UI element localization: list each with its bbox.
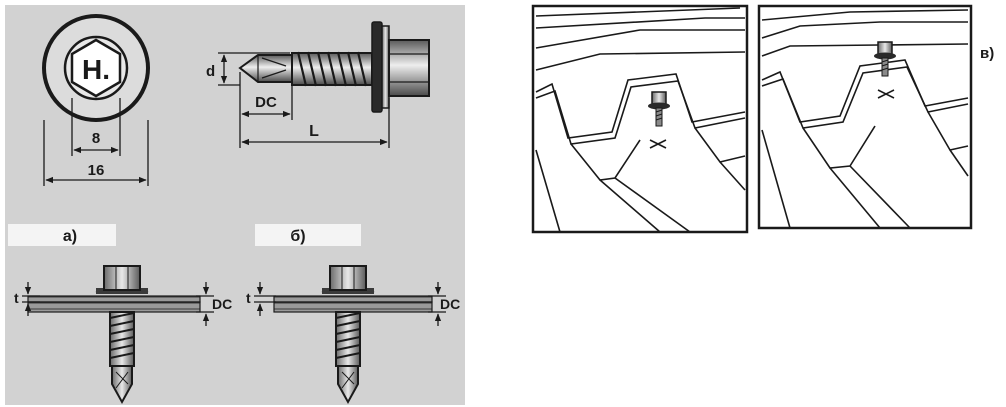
- head-top-view: H. 8 16: [42, 14, 150, 186]
- roof-panel-1: [531, 4, 749, 234]
- dc-label-a: DC: [212, 296, 232, 312]
- inner-dim-label: 8: [92, 130, 100, 147]
- length-label: L: [309, 123, 319, 140]
- dc-label-b: DC: [440, 296, 460, 312]
- outer-dim-label: 16: [88, 162, 105, 179]
- caption-b: б): [290, 228, 305, 245]
- caption-a: а): [63, 228, 77, 245]
- thickness-label-a: t: [14, 290, 19, 306]
- caption-bar-b: [255, 224, 361, 246]
- head-letter: H.: [82, 54, 110, 85]
- roof-screw-2: [874, 41, 896, 77]
- roof-screw-1: [648, 91, 670, 127]
- variant-b-drawing: t DC: [246, 265, 460, 405]
- caption-bar-a: [8, 224, 116, 246]
- screw-drawing-panel: H. 8 16: [5, 5, 465, 405]
- thickness-label-b: t: [246, 290, 251, 306]
- screw-side-view: d DC L: [206, 21, 430, 148]
- variant-a-drawing: t DC: [14, 265, 232, 405]
- diameter-label: d: [206, 63, 215, 80]
- drill-length-label: DC: [255, 94, 277, 111]
- roof-panel-2: [757, 4, 973, 230]
- caption-c: в): [980, 45, 994, 62]
